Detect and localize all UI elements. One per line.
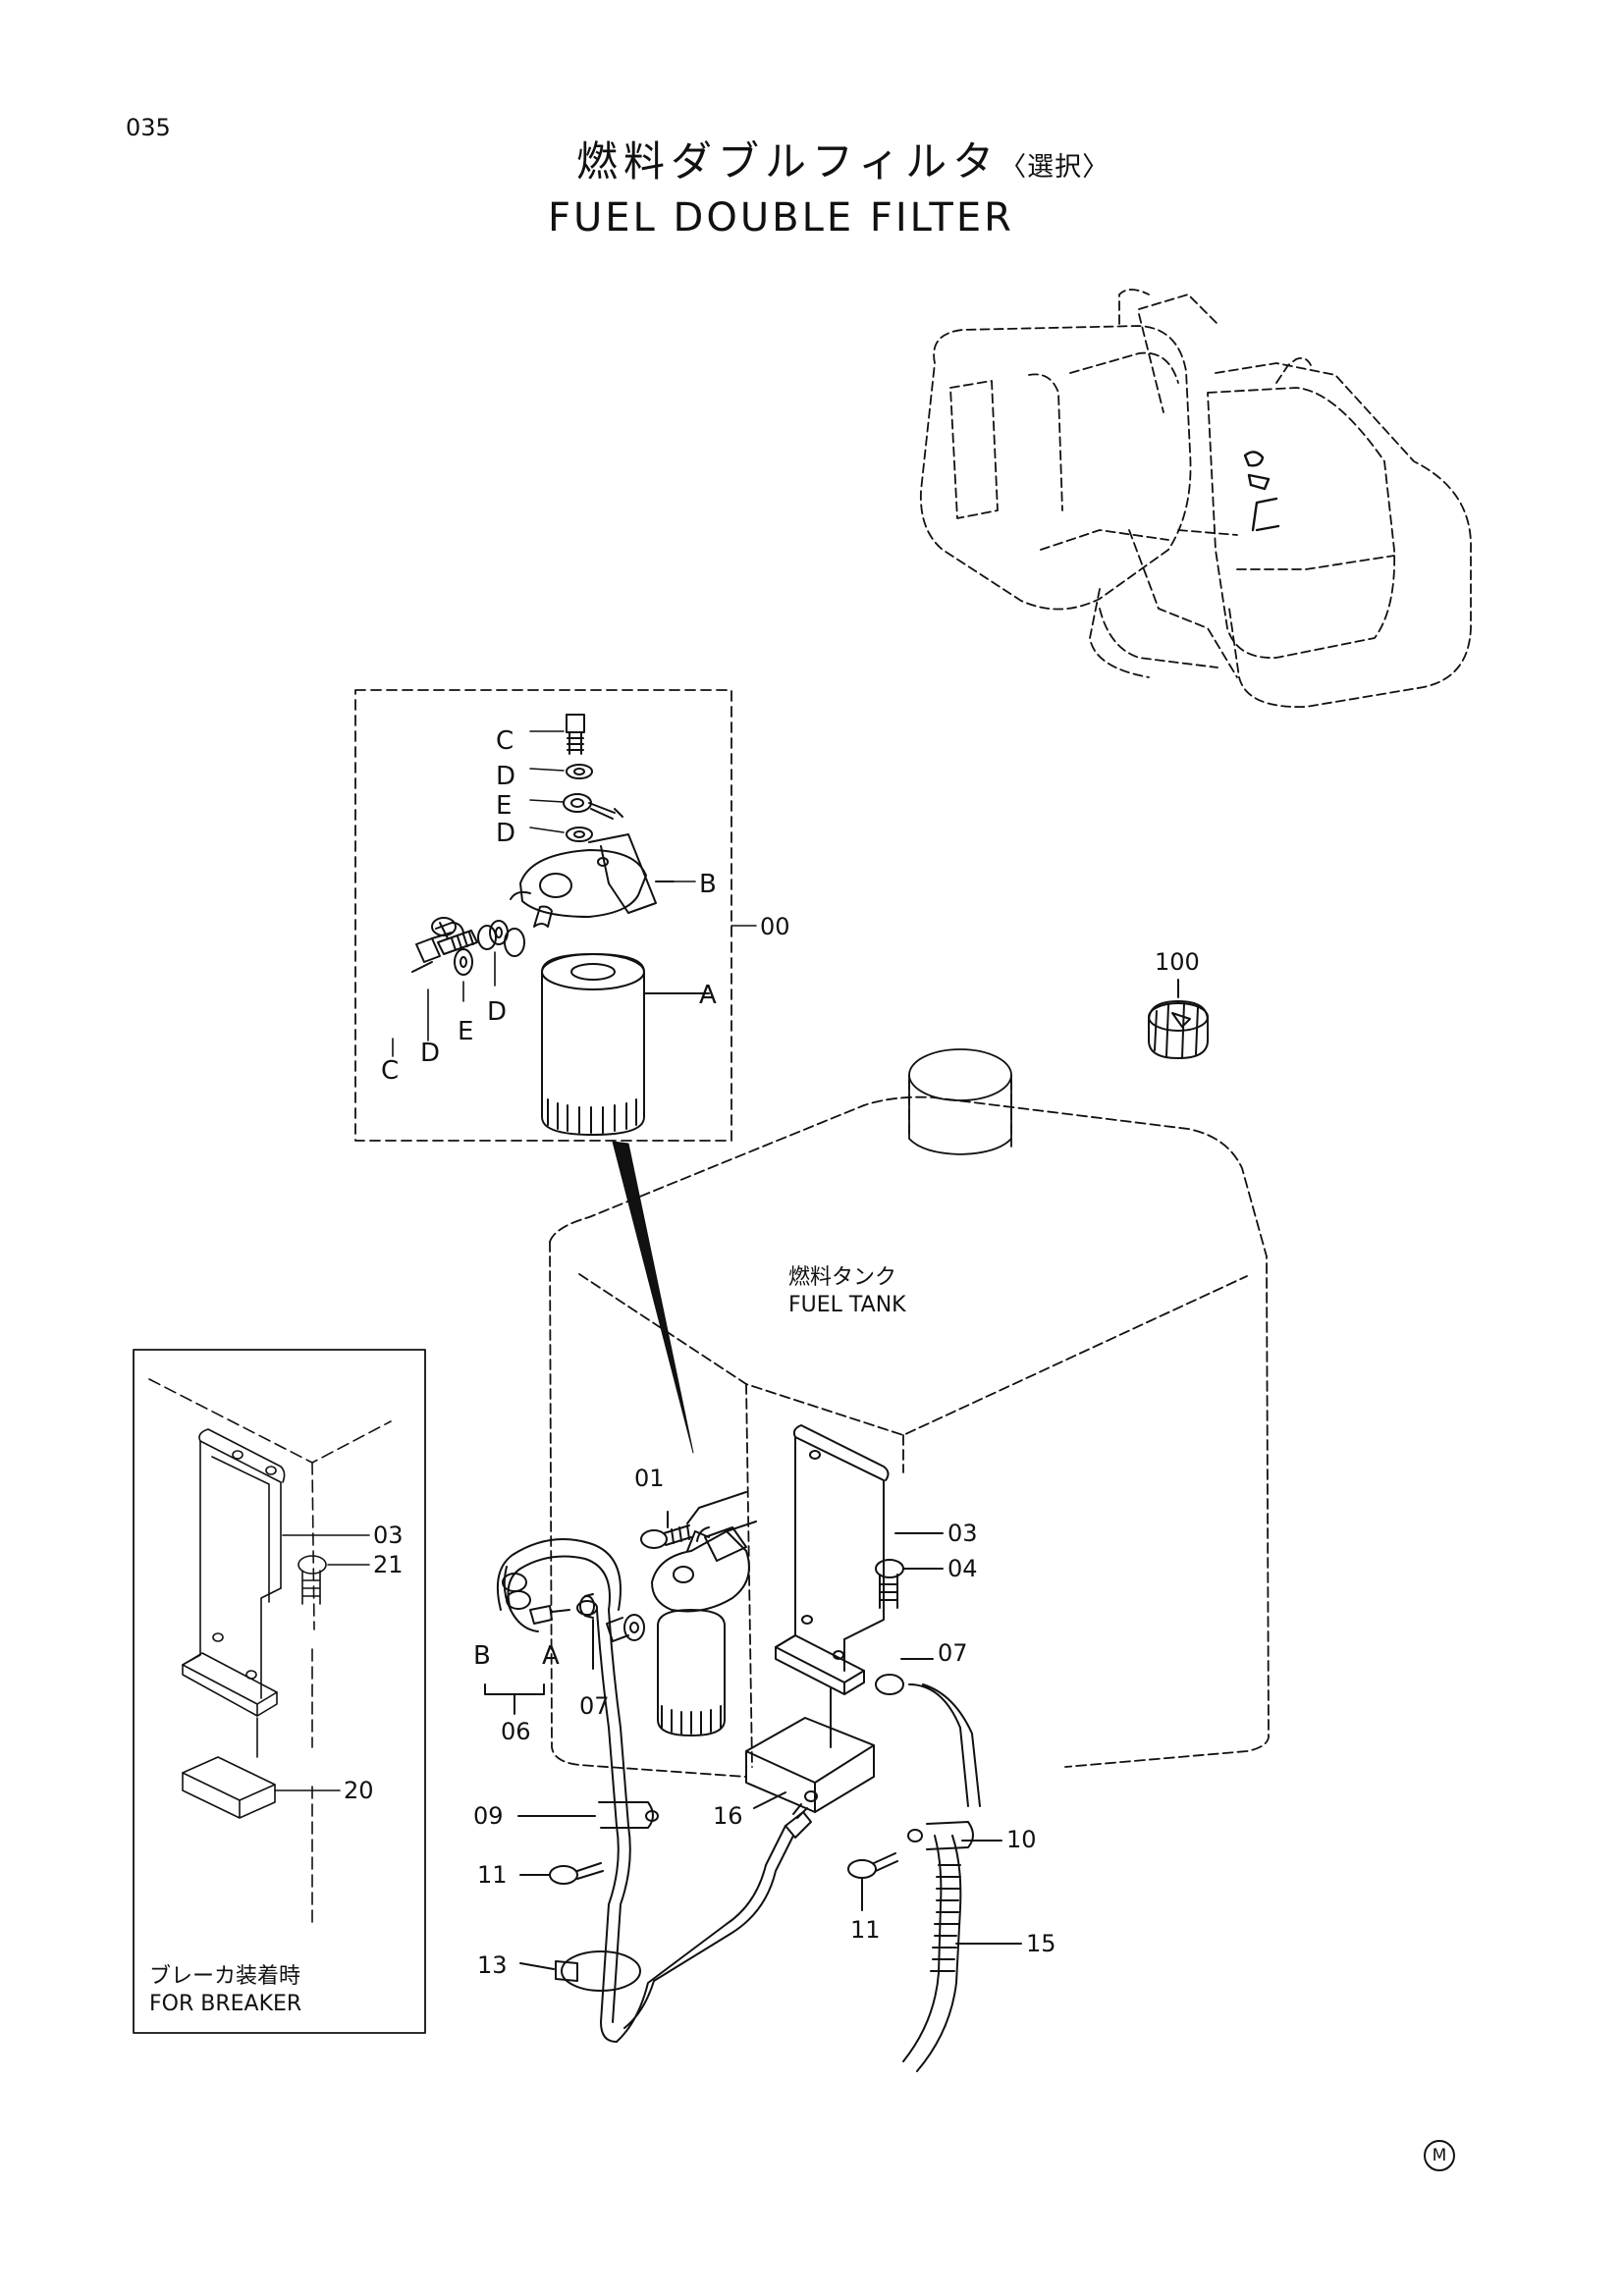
part-number-11-left: 11	[477, 1861, 508, 1889]
label-e-left: E	[458, 1017, 474, 1046]
breaker-english: FOR BREAKER	[149, 1991, 302, 2016]
label-a: A	[699, 981, 717, 1010]
label-c-top: C	[496, 726, 514, 756]
inset-leader-lines	[392, 730, 757, 1057]
filter-location-marker	[1243, 451, 1280, 532]
part-number-09: 09	[473, 1802, 504, 1830]
label-d-left: D	[420, 1039, 441, 1068]
part-number-03-inset: 03	[373, 1522, 404, 1549]
fuel-tank-english: FUEL TANK	[788, 1292, 906, 1317]
part-number-15: 15	[1026, 1930, 1056, 1957]
part-number-21: 21	[373, 1551, 404, 1578]
part-number-07-right: 07	[938, 1639, 968, 1667]
title-english: FUEL DOUBLE FILTER	[548, 195, 1014, 240]
part-number-100: 100	[1155, 948, 1200, 976]
page-number: 035	[126, 114, 171, 141]
label-hose-b: B	[473, 1641, 491, 1671]
label-e-top: E	[496, 791, 513, 821]
fuel-tank-callout: 燃料タンク FUEL TANK	[788, 1264, 906, 1318]
fuel-cap-part	[1148, 979, 1209, 1059]
label-hose-a: A	[542, 1641, 560, 1671]
inset-box-filter-assembly	[354, 689, 732, 1142]
label-c-left: C	[381, 1056, 400, 1086]
corner-mark: M	[1424, 2140, 1455, 2171]
part-number-11-right: 11	[850, 1916, 881, 1944]
part-number-10: 10	[1006, 1826, 1037, 1853]
part-number-16: 16	[713, 1802, 743, 1830]
part-number-06: 06	[501, 1718, 531, 1745]
inset-filter-assembly-parts	[411, 714, 710, 1136]
part-number-04: 04	[947, 1555, 978, 1582]
title-japanese: 燃料ダブルフィルタ〈選択〉	[576, 141, 1109, 183]
label-d-mid: D	[496, 819, 516, 848]
inset-connector-wedge	[612, 1141, 694, 1454]
part-number-00: 00	[760, 913, 790, 940]
part-number-13: 13	[477, 1951, 508, 1979]
label-d-top: D	[496, 762, 516, 791]
label-b: B	[699, 870, 717, 899]
excavator-overview-illustration	[919, 289, 1472, 708]
breaker-japanese: ブレーカ装着時	[149, 1964, 301, 1989]
breaker-callout: ブレーカ装着時 FOR BREAKER	[149, 1963, 301, 2017]
breaker-inset-illustration	[148, 1378, 392, 1925]
part-number-20: 20	[344, 1777, 374, 1804]
part-number-03-main: 03	[947, 1520, 978, 1547]
fuel-tank-japanese: 燃料タンク	[788, 1265, 897, 1290]
part-number-01: 01	[634, 1465, 665, 1492]
fuel-tank-outline	[549, 1079, 1270, 1778]
title-japanese-main: 燃料ダブルフィルタ	[576, 137, 1001, 186]
breaker-inset-box	[133, 1349, 426, 2034]
title-japanese-note: 〈選択〉	[1000, 152, 1110, 183]
label-d-right: D	[487, 997, 508, 1027]
part-number-07-left: 07	[579, 1692, 610, 1720]
main-filter-assembly	[484, 1424, 1022, 2072]
fuel-tank-neck	[908, 1048, 1012, 1155]
